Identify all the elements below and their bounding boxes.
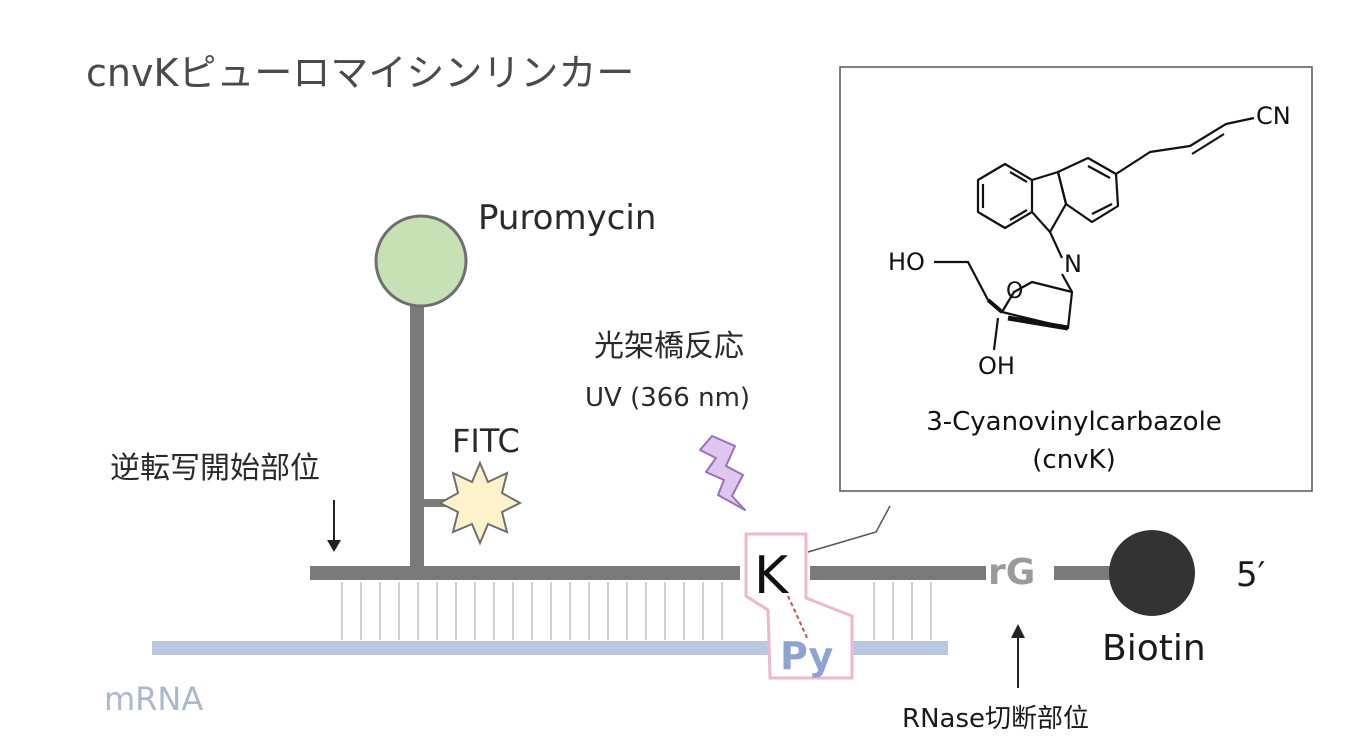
mrna-label: mRNA — [104, 680, 203, 718]
cnvk-chemical-structure — [934, 116, 1255, 351]
uv-lightning-icon — [699, 435, 746, 511]
structure-box — [839, 66, 1313, 492]
rnase-arrow-head-icon — [1011, 624, 1025, 638]
rt-start-arrow-head-icon — [327, 540, 341, 552]
pyrimidine-py-label: Py — [780, 634, 834, 678]
oh-label: OH — [978, 352, 1015, 380]
right-benzene-ring — [1056, 156, 1120, 224]
linker-backbone-middle — [810, 566, 986, 580]
rnase-site-label: RNase切断部位 — [902, 704, 1089, 734]
cn-label: CN — [1256, 102, 1291, 130]
rg-label: rG — [988, 552, 1035, 593]
compound-name-label: 3-Cyanovinylcarbazole — [926, 407, 1222, 437]
ho-label: HO — [888, 248, 925, 276]
base-pair-rungs — [341, 582, 932, 640]
puromycin-stem — [410, 305, 424, 575]
cnvk-k-label: K — [754, 546, 790, 606]
n-label: N — [1064, 250, 1082, 278]
deoxyribose-ring — [1000, 280, 1074, 330]
biotin-label: Biotin — [1102, 628, 1206, 669]
five-prime-label: 5′ — [1236, 555, 1265, 595]
crosslink-dashed-line — [787, 595, 809, 641]
puromycin-label: Puromycin — [478, 198, 656, 238]
cnvk-highlight-outline — [744, 532, 854, 680]
o-label: O — [1006, 279, 1023, 304]
puromycin-circle — [374, 214, 468, 308]
linker-backbone-right — [1054, 566, 1116, 580]
fitc-star-icon — [437, 460, 523, 546]
mrna-strand — [152, 641, 948, 655]
compound-abbreviation-label: (cnvK) — [1032, 445, 1116, 475]
biotin-circle — [1109, 530, 1195, 616]
linker-backbone-left — [310, 566, 740, 580]
photo-crosslink-label: 光架橋反応 — [594, 329, 744, 364]
uv-label: UV (366 nm) — [585, 383, 750, 413]
diagram-title: cnvKピューロマイシンリンカー — [86, 51, 634, 95]
rt-start-label: 逆転写開始部位 — [110, 451, 320, 486]
callout-line — [807, 505, 891, 553]
fitc-label: FITC — [452, 422, 520, 460]
